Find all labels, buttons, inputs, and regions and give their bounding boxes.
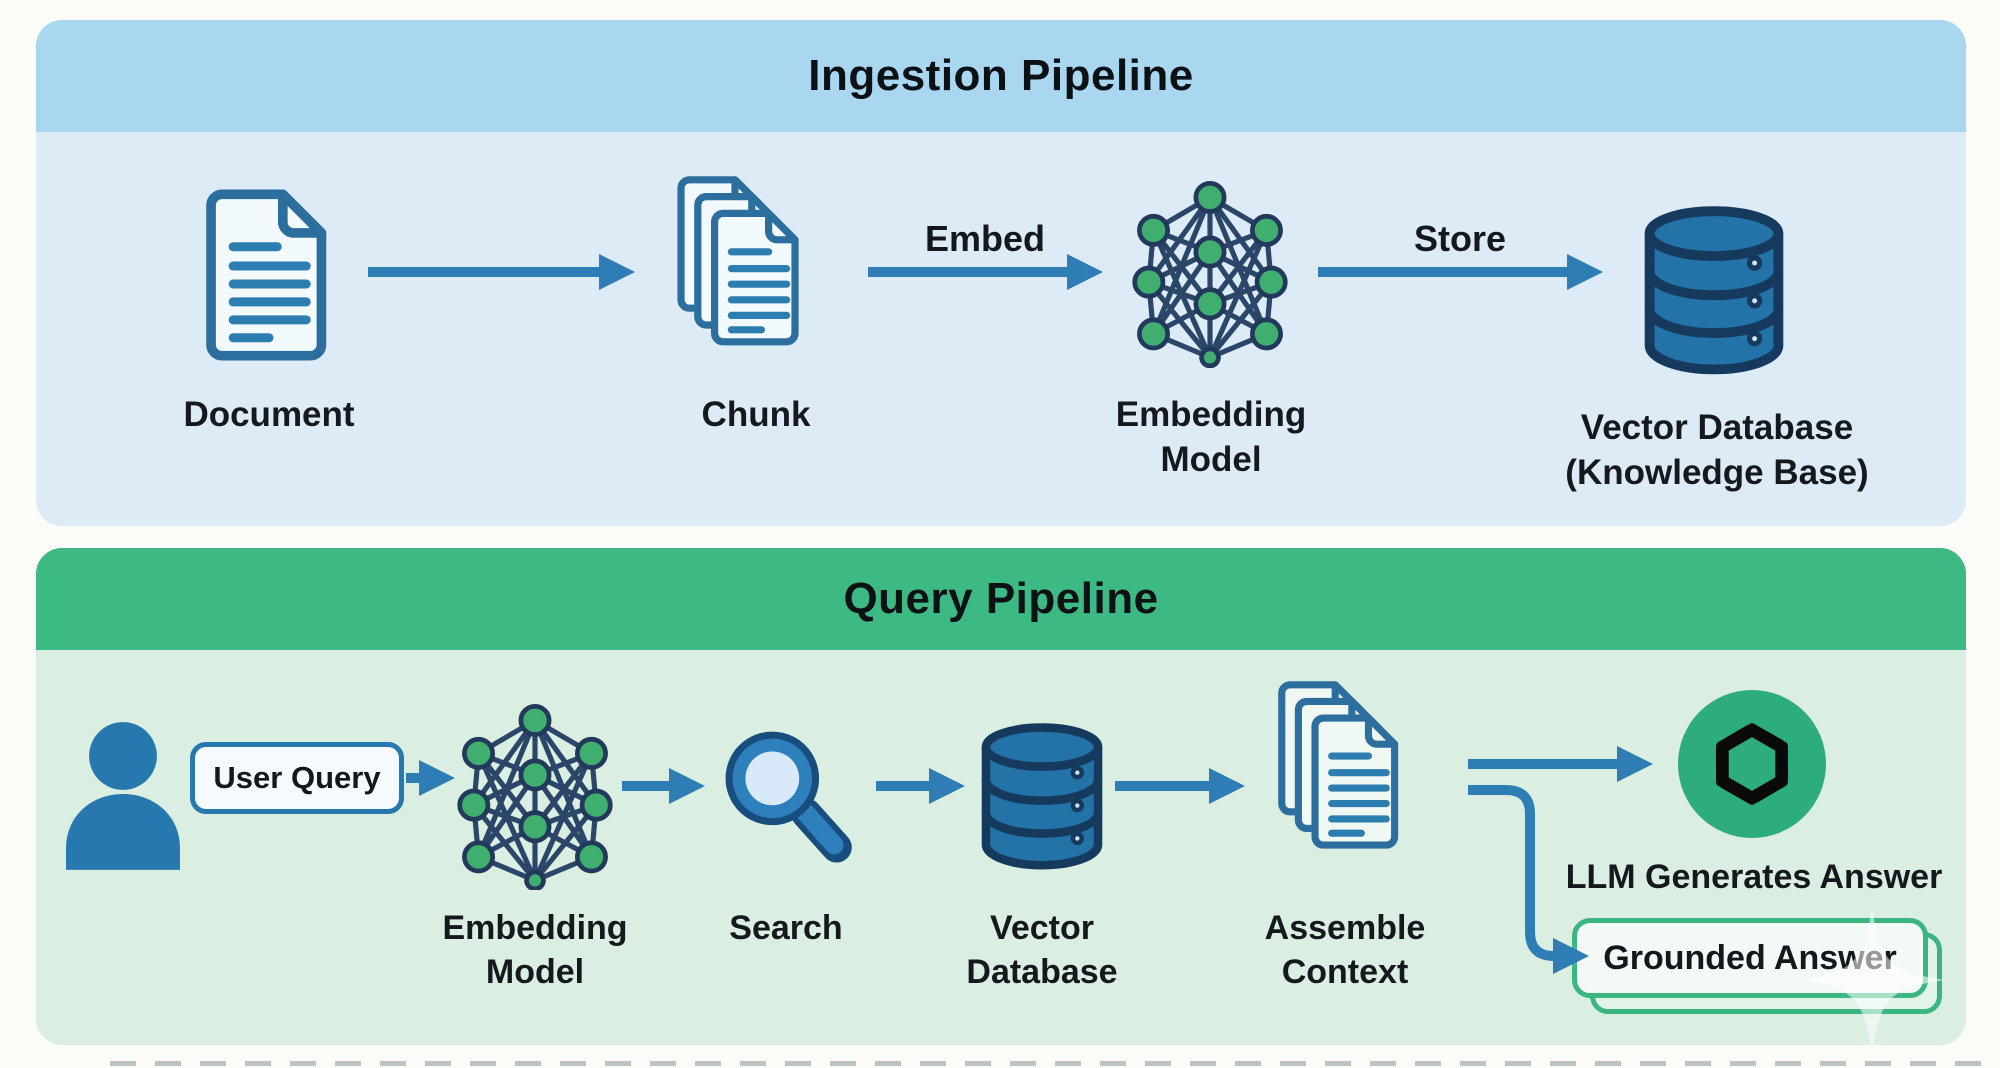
search-label: Search <box>729 909 843 947</box>
embedding-model-label: Embedding Model <box>1115 395 1307 479</box>
user-query-label: User Query <box>213 760 381 795</box>
store-arrow-label: Store <box>1413 218 1507 259</box>
stacked-documents-icon <box>677 176 799 346</box>
ingestion-pipeline-title: Ingestion Pipeline <box>808 51 1194 100</box>
ingestion-pipeline-panel: Ingestion Pipeline <box>36 20 1966 526</box>
search-icon <box>725 731 852 863</box>
user-query-box: User Query <box>190 742 404 814</box>
neural-network-icon <box>1132 180 1288 368</box>
embed-arrow-label: Embed <box>924 218 1046 259</box>
query-vector-database-label: Vector Database <box>966 909 1118 991</box>
vector-database-kb-label: Vector Database (Knowledge Base) <box>1565 408 1869 492</box>
sparkle-watermark <box>1799 907 1945 1053</box>
llm-generates-answer-label: LLM Generates Answer <box>1565 858 1943 896</box>
ingestion-pipeline-header: Ingestion Pipeline <box>36 20 1966 132</box>
database-icon <box>981 723 1103 870</box>
bottom-dashed-line <box>110 1061 2000 1066</box>
document-icon <box>206 189 327 361</box>
document-label: Document <box>183 395 355 434</box>
assemble-context-label: Assemble Context <box>1264 909 1426 991</box>
user-icon <box>66 722 180 870</box>
query-embedding-model-label: Embedding Model <box>442 909 628 991</box>
database-icon <box>1644 206 1784 375</box>
query-pipeline-title: Query Pipeline <box>843 574 1159 623</box>
neural-network-icon <box>457 703 613 890</box>
openai-logo-icon <box>1715 723 1789 805</box>
stacked-documents-icon <box>1278 681 1399 849</box>
chunk-label: Chunk <box>701 395 811 434</box>
llm-badge <box>1678 690 1826 838</box>
query-pipeline-header: Query Pipeline <box>36 548 1966 650</box>
